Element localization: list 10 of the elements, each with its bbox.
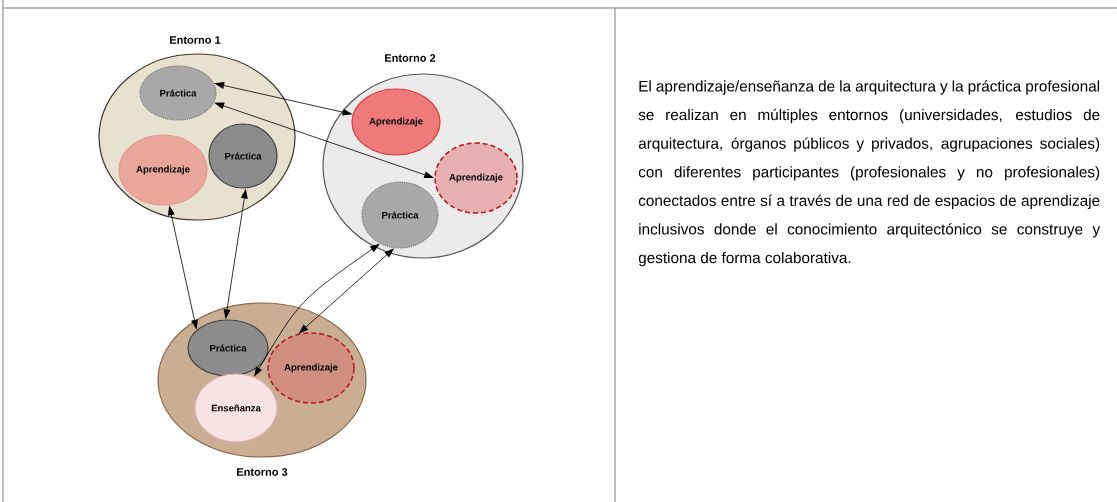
arrow: [298, 248, 395, 334]
arrow: [214, 82, 353, 116]
arrow: [254, 243, 380, 377]
arrow: [223, 188, 248, 320]
node-label: Entorno 1: [170, 36, 221, 44]
node-label: Entorno 2: [385, 54, 436, 62]
arrow: [167, 205, 198, 330]
arrow: [214, 102, 435, 179]
node-label: Entorno 3: [237, 468, 288, 476]
description-text: El aprendizaje/enseñanza de la arquitectura y la práctica profesional se realizan en múltiples entornos (universidades, estudios de arquitectura, órganos públicos y privados, agrupaciones sociales) con diferentes participantes (profesionales y no profesionales) conectados entre sí a través de una red de espacios de aprendizaje inclusivos donde el conocimiento arquitectónico se construye y gestiona de forma colaborativa.: [638, 80, 1101, 267]
